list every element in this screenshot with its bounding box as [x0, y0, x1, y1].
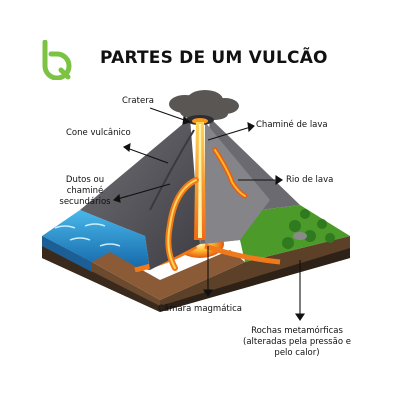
- label-lava-chimney: Chaminé de lava: [256, 120, 328, 130]
- brand-logo: [42, 40, 72, 80]
- label-crater: Cratera: [122, 96, 154, 106]
- label-lava-river: Rio de lava: [286, 175, 334, 185]
- ocean: [42, 210, 150, 270]
- label-secondary-conduits: Dutos ou chaminé secundários: [59, 175, 111, 207]
- label-metamorphic-rocks: Rochas metamórficas (alteradas pela pres…: [243, 326, 351, 358]
- pointer-arrows: [112, 107, 306, 321]
- label-volcanic-cone: Cone vulcânico: [66, 128, 131, 138]
- label-magma-chamber: Câmara magmática: [158, 304, 242, 314]
- page-title: PARTES DE UM VULCÃO: [100, 48, 328, 68]
